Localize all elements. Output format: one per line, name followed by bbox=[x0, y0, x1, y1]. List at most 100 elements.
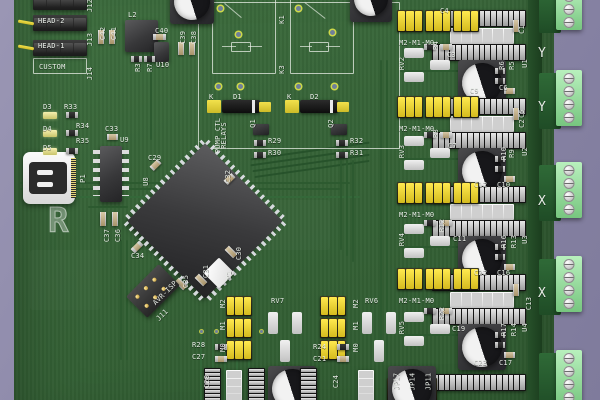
silk-outline-coil-k3 bbox=[309, 42, 329, 52]
terminal-block-1[interactable] bbox=[539, 0, 582, 33]
capacitor-c42 bbox=[98, 30, 104, 44]
silk-ref-j13: J13 bbox=[86, 32, 95, 47]
silk-ref-c34: C34 bbox=[131, 252, 145, 260]
silk-ref-r9: R9 bbox=[507, 149, 516, 158]
trimpot-rv2-b[interactable] bbox=[404, 72, 424, 82]
silk-ref-c24: C24 bbox=[332, 374, 341, 389]
capacitor-c11 bbox=[440, 220, 452, 226]
silk-ref-r17: R17 bbox=[500, 322, 509, 337]
inductor-l2 bbox=[125, 20, 158, 52]
header-j14[interactable] bbox=[33, 40, 87, 56]
silk-outline-relay-k3 bbox=[290, 0, 354, 74]
jumper-m2-row1[interactable] bbox=[397, 10, 423, 32]
jumper-m1-row4[interactable] bbox=[425, 268, 451, 290]
resistor-r12 bbox=[424, 220, 436, 226]
driver-socket-bottom-left[interactable] bbox=[204, 368, 221, 400]
resistor-r35 bbox=[66, 148, 78, 154]
silk-ref-r33: R33 bbox=[64, 103, 78, 111]
silk-ref-r35: R35 bbox=[76, 137, 90, 145]
silk-ref-c35: C35 bbox=[182, 274, 191, 289]
capacitor-c19 bbox=[440, 308, 452, 314]
trimpot-rv4-a[interactable] bbox=[404, 224, 424, 234]
trimpot-rv2-c[interactable] bbox=[430, 60, 450, 70]
silk-text-m2-m1-m0: M2-M1-M0 bbox=[399, 297, 435, 305]
silk-ref-c31: C31 bbox=[202, 264, 211, 279]
resistor-r8 bbox=[424, 132, 436, 138]
jumper-bottom-m1-left[interactable] bbox=[226, 318, 252, 338]
jumper-bottom-m0-left[interactable] bbox=[226, 340, 252, 360]
jumper-m2-row4[interactable] bbox=[397, 268, 423, 290]
silk-ref-d3: D3 bbox=[43, 103, 52, 111]
resistor-r30 bbox=[254, 152, 266, 158]
driver-socket-u5-partial[interactable] bbox=[432, 374, 526, 391]
trimpot-rv3-b[interactable] bbox=[404, 160, 424, 170]
terminal-block-x2[interactable] bbox=[539, 256, 582, 315]
led-d3 bbox=[43, 112, 57, 119]
silk-ref-c17: C17 bbox=[499, 359, 513, 367]
terminal-block-x1[interactable] bbox=[539, 162, 582, 221]
jumper-m2-row2[interactable] bbox=[397, 96, 423, 118]
jumper-m0-row4[interactable] bbox=[453, 268, 479, 290]
jumper-m1-row1[interactable] bbox=[425, 10, 451, 32]
jumper-m0-row3[interactable] bbox=[453, 182, 479, 204]
capacitor-c6 bbox=[504, 88, 515, 94]
header-j13[interactable] bbox=[33, 15, 87, 31]
silk-ref-c22: C22 bbox=[474, 269, 488, 277]
trimpot-rv7-b[interactable] bbox=[292, 312, 302, 334]
silk-text-m2-m1-m0: M2-M1-M0 bbox=[399, 39, 435, 47]
trimpot-rv4-c[interactable] bbox=[430, 236, 450, 246]
silk-outline-custom bbox=[33, 58, 87, 74]
trimpot-rv7-c[interactable] bbox=[280, 340, 290, 362]
jumper-m0-row1[interactable] bbox=[453, 10, 479, 32]
trimpot-rv5-c[interactable] bbox=[430, 324, 450, 334]
jumper-m1-row3[interactable] bbox=[425, 182, 451, 204]
trimpot-rv5-a[interactable] bbox=[404, 312, 424, 322]
jumper-m2-row3[interactable] bbox=[397, 182, 423, 204]
silk-ref-c42: C42 bbox=[99, 26, 108, 41]
silk-ref-rv2: RV2 bbox=[398, 56, 407, 71]
jumper-bottom-m2-right[interactable] bbox=[320, 296, 346, 316]
connector-bottom-left[interactable] bbox=[226, 370, 242, 400]
jumper-bottom-m2-left[interactable] bbox=[226, 296, 252, 316]
driver-socket-bottom-right[interactable] bbox=[300, 368, 317, 400]
diode-d1 bbox=[222, 100, 260, 113]
transistor-q2 bbox=[331, 124, 347, 135]
terminal-block-6[interactable] bbox=[539, 350, 582, 400]
silk-ref-r29: R29 bbox=[268, 137, 282, 145]
silk-ref-r34: R34 bbox=[76, 122, 90, 130]
trimpot-rv5-b[interactable] bbox=[404, 336, 424, 346]
driver-socket-bottom-left-2[interactable] bbox=[248, 368, 265, 400]
led-d5 bbox=[43, 148, 57, 155]
trimpot-rv6-b[interactable] bbox=[386, 312, 396, 334]
silk-ref-u3: U3 bbox=[520, 235, 529, 244]
silk-ref-u2: U2 bbox=[520, 147, 529, 156]
resistor-r10 bbox=[495, 156, 505, 162]
terminal-block-y1[interactable] bbox=[539, 70, 582, 129]
trimpot-rv6-a[interactable] bbox=[362, 312, 372, 334]
trimpot-rv4-b[interactable] bbox=[404, 248, 424, 258]
silk-ref-r5: R5 bbox=[507, 61, 516, 70]
capacitor-c41 bbox=[109, 30, 115, 44]
trimpot-rv6-c[interactable] bbox=[374, 340, 384, 362]
silk-ref-c2: C2 bbox=[517, 119, 526, 128]
axis-label-y-1: Y bbox=[538, 46, 547, 61]
trimpot-rv2-a[interactable] bbox=[404, 48, 424, 58]
trimpot-rv3-a[interactable] bbox=[404, 136, 424, 146]
connector-bottom-right[interactable] bbox=[358, 370, 374, 400]
jumper-bottom-m1-right[interactable] bbox=[320, 318, 346, 338]
jumper-m1-row2[interactable] bbox=[425, 96, 451, 118]
capacitor-c7 bbox=[440, 132, 452, 138]
trimpot-rv7-a[interactable] bbox=[268, 312, 278, 334]
silk-ref-c12: C12 bbox=[474, 181, 488, 189]
jumper-m0-row2[interactable] bbox=[453, 96, 479, 118]
resistor-r13 bbox=[495, 254, 505, 260]
silk-ref-r13: R13 bbox=[510, 234, 519, 249]
trimpot-rv3-c[interactable] bbox=[430, 148, 450, 158]
resistor-r29 bbox=[254, 140, 266, 146]
usb-c-connector-p1[interactable] bbox=[23, 152, 76, 204]
header-j12[interactable] bbox=[33, 0, 87, 10]
resistor-r4 bbox=[424, 44, 436, 50]
silk-ref-r32: R32 bbox=[350, 137, 364, 145]
silk-ref-r16: R16 bbox=[500, 234, 509, 249]
